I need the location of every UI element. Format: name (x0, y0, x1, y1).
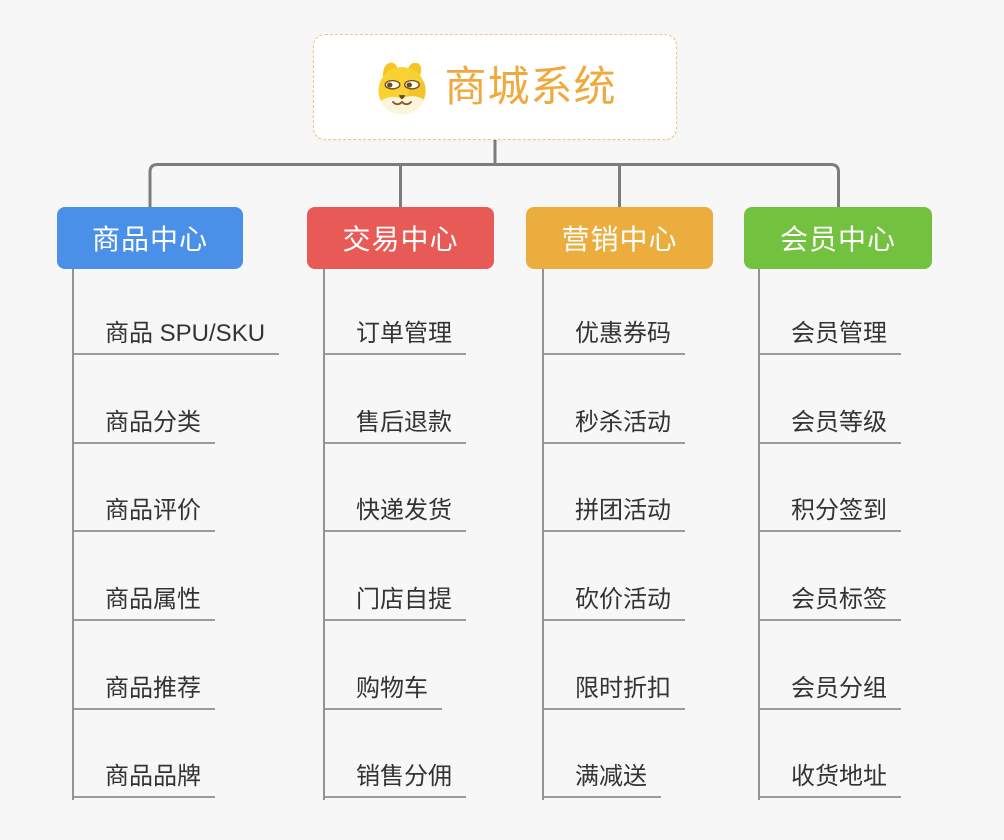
branch-items-member-center: 会员管理 会员等级 积分签到 会员标签 会员分组 收货地址 (758, 269, 1004, 800)
mindmap-node[interactable]: 会员分组 (760, 666, 901, 710)
mindmap-node[interactable]: 会员管理 (760, 311, 901, 355)
root-node[interactable]: 商城系统 (313, 34, 677, 140)
mindmap-node[interactable]: 会员标签 (760, 577, 901, 621)
mindmap-node[interactable]: 售后退款 (325, 400, 466, 444)
mindmap-node[interactable]: 秒杀活动 (544, 400, 685, 444)
mindmap-node[interactable]: 快递发货 (325, 488, 466, 532)
mindmap-node[interactable]: 收货地址 (760, 754, 901, 798)
branch-header-product-center[interactable]: 商品中心 (57, 207, 243, 269)
mindmap-node[interactable]: 会员等级 (760, 400, 901, 444)
root-node-title: 商城系统 (444, 63, 617, 110)
branch-header-member-center[interactable]: 会员中心 (744, 207, 932, 269)
mindmap-node[interactable]: 商品分类 (74, 400, 215, 444)
mindmap-node[interactable]: 购物车 (325, 666, 442, 710)
doge-icon (378, 62, 427, 115)
branch-bus-line (148, 163, 840, 208)
mindmap-node[interactable]: 销售分佣 (325, 754, 466, 798)
mindmap-node[interactable]: 优惠券码 (544, 311, 685, 355)
mindmap-node[interactable]: 满减送 (544, 754, 661, 798)
mindmap-node[interactable]: 砍价活动 (544, 577, 685, 621)
mindmap-node[interactable]: 订单管理 (325, 311, 466, 355)
mindmap-node[interactable]: 拼团活动 (544, 488, 685, 532)
branch-header-trade-center[interactable]: 交易中心 (307, 207, 494, 269)
mindmap-node[interactable]: 限时折扣 (544, 666, 685, 710)
branch-items-product-center: 商品 SPU/SKU 商品分类 商品评价 商品属性 商品推荐 商品品牌 (72, 269, 322, 800)
mindmap-node[interactable]: 门店自提 (325, 577, 466, 621)
mindmap-node[interactable]: 积分签到 (760, 488, 901, 532)
branch-items-marketing-center: 优惠券码 秒杀活动 拼团活动 砍价活动 限时折扣 满减送 (542, 269, 792, 800)
branch-items-trade-center: 订单管理 售后退款 快递发货 门店自提 购物车 销售分佣 (323, 269, 573, 800)
mindmap-node[interactable]: 商品推荐 (74, 666, 215, 710)
mindmap-node[interactable]: 商品评价 (74, 488, 215, 532)
mindmap-node[interactable]: 商品品牌 (74, 754, 215, 798)
mindmap-node[interactable]: 商品 SPU/SKU (74, 311, 280, 355)
mindmap-node[interactable]: 商品属性 (74, 577, 215, 621)
branch-header-marketing-center[interactable]: 营销中心 (526, 207, 713, 269)
